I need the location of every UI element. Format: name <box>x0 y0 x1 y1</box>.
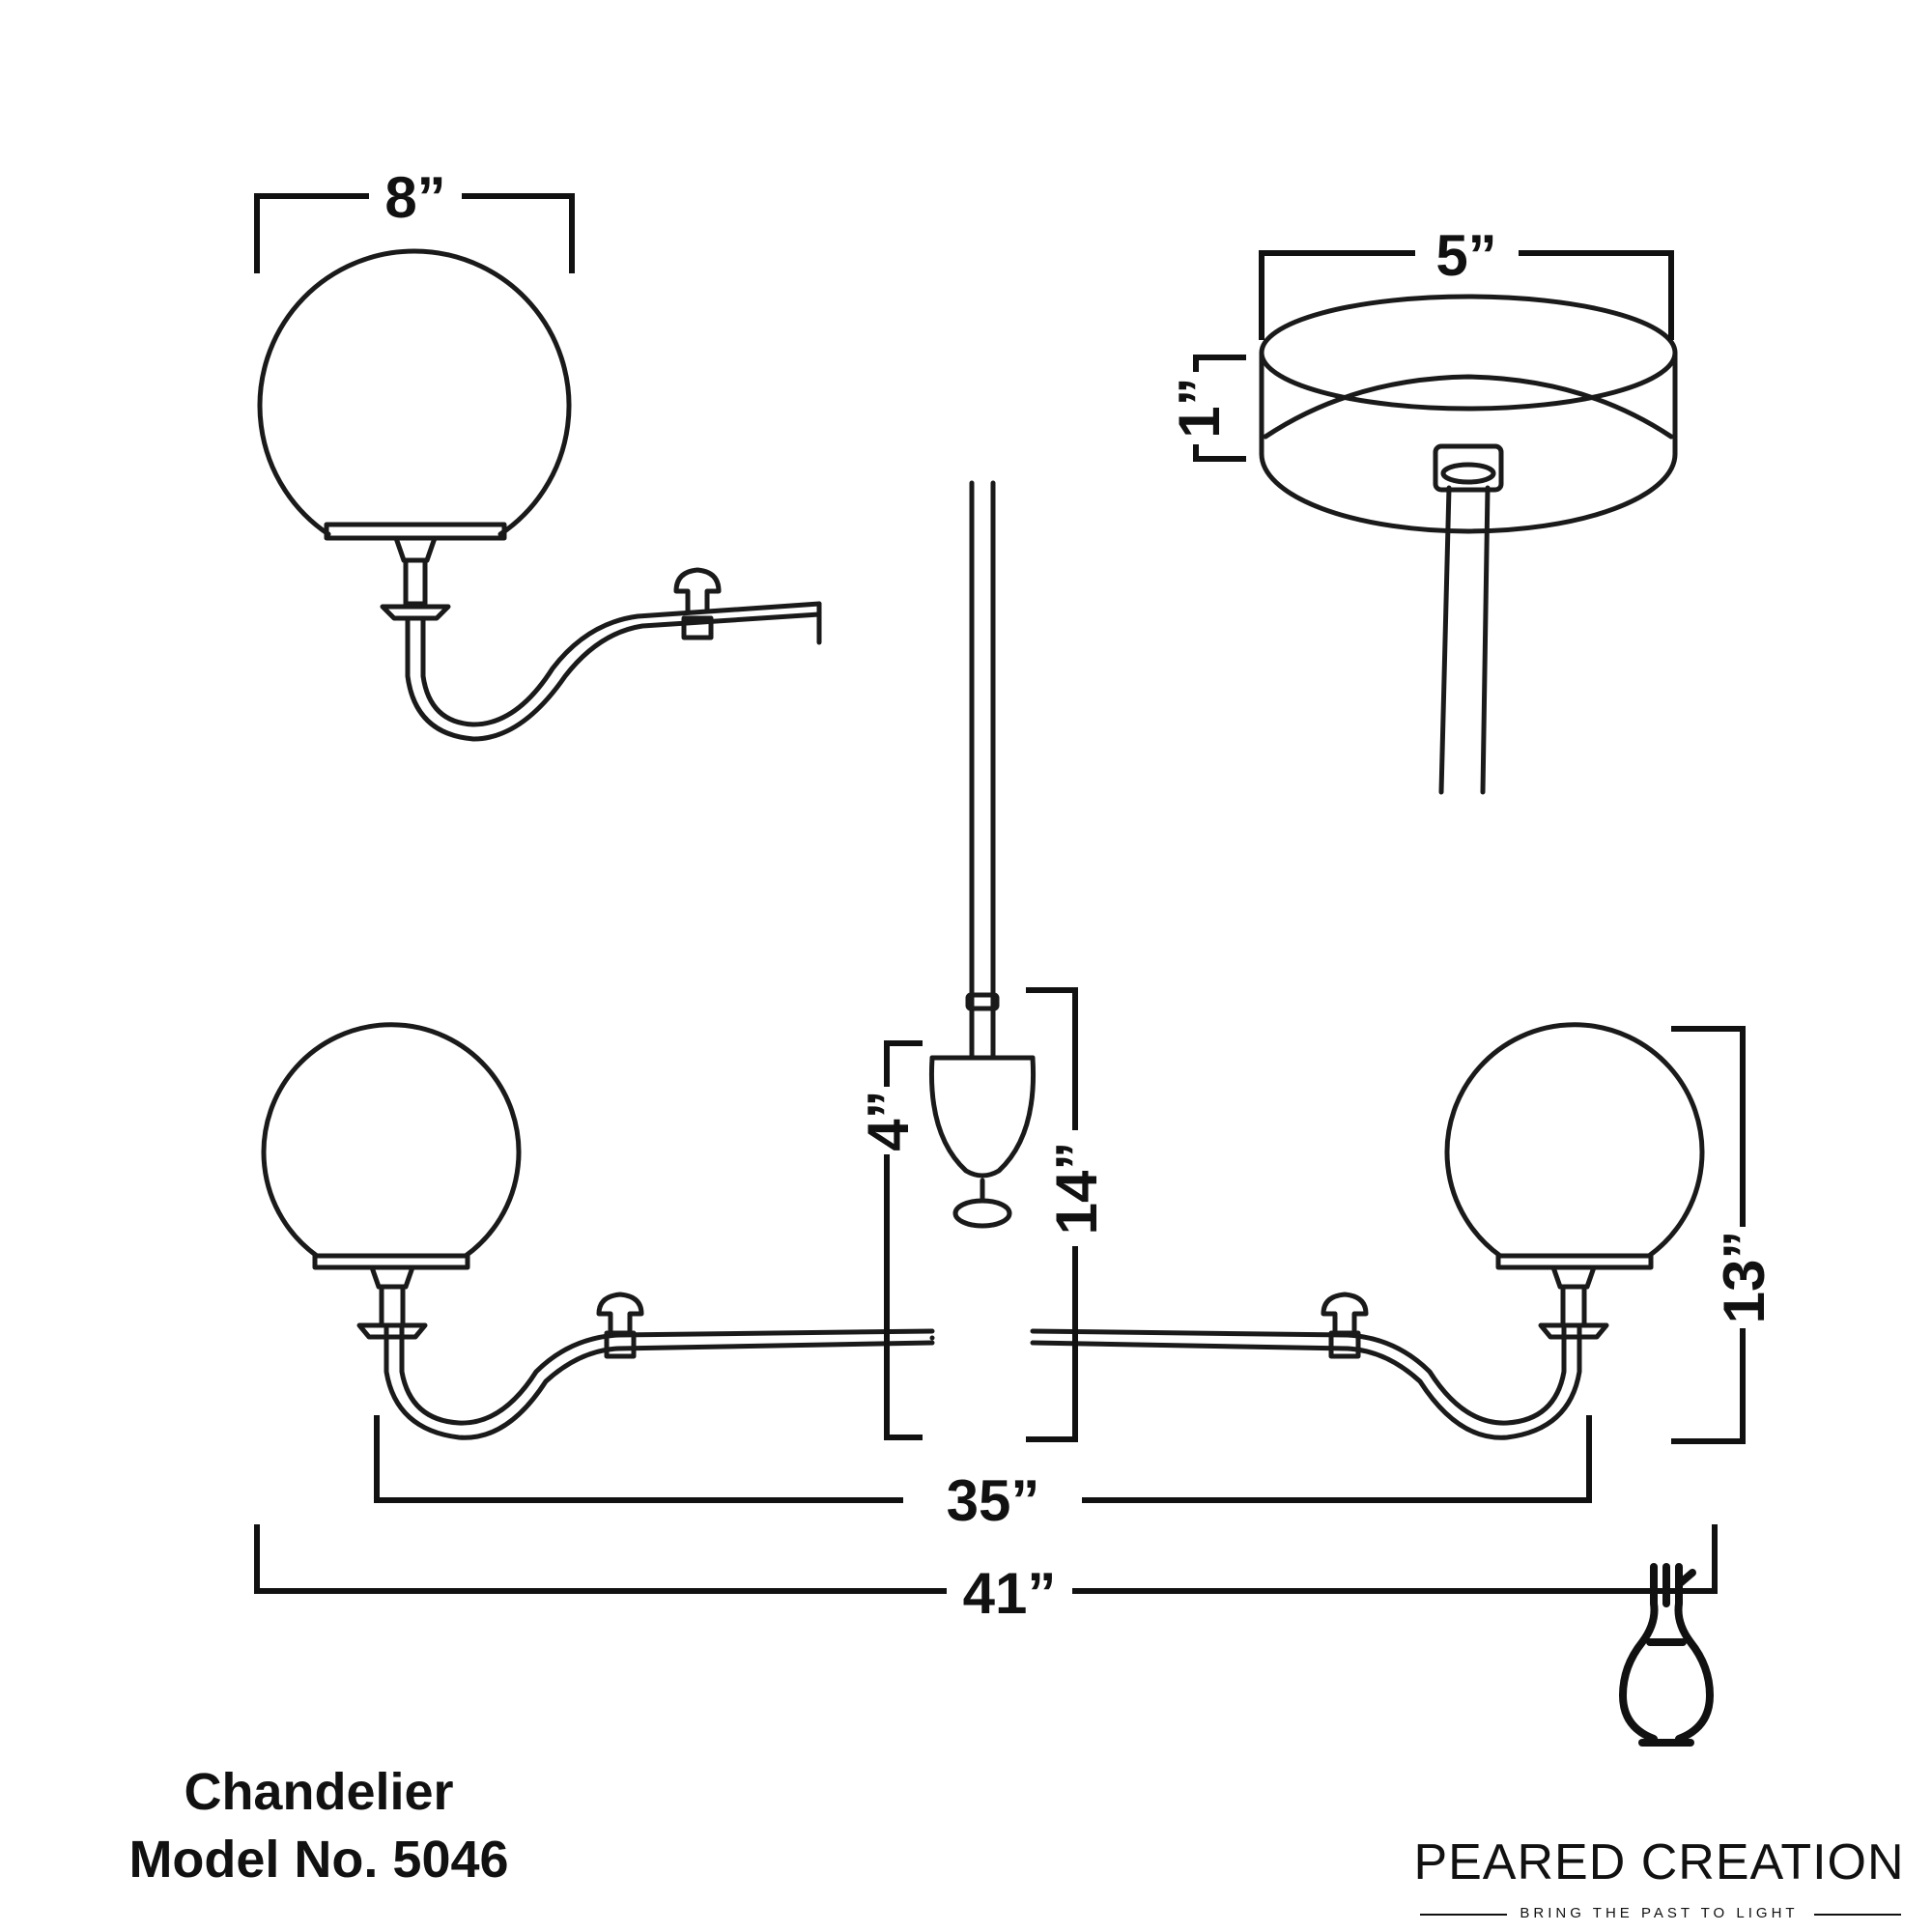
dim-bracket-fixture-height-bottom <box>1671 1328 1746 1444</box>
finial-ring <box>952 1198 1012 1229</box>
left-socket-body <box>379 1284 406 1328</box>
shade-detail <box>257 248 822 742</box>
left-finial-collar <box>604 1330 637 1359</box>
canopy-top <box>1259 294 1678 412</box>
canopy-detail <box>1259 294 1678 795</box>
main-fixture <box>261 480 1705 1440</box>
dim-bracket-canopy-width-left <box>1259 250 1415 340</box>
canopy-stem-right <box>1480 485 1491 795</box>
product-caption: Chandelier Model No. 5046 <box>97 1758 541 1893</box>
canopy-stem-left <box>1438 485 1452 795</box>
right-socket-body <box>1560 1284 1587 1328</box>
dim-label-canopy-width: 5” <box>1435 223 1496 288</box>
dim-bracket-stem-drop-bottom <box>1026 1246 1078 1442</box>
right-arm-inner <box>1030 1325 1567 1426</box>
left-arm-outer <box>384 1325 935 1440</box>
dim-bracket-arm-span-left <box>374 1415 903 1503</box>
dim-bracket-canopy-width-right <box>1519 250 1674 340</box>
socket-cup <box>393 535 438 563</box>
dim-label-fixture-height: 13” <box>1712 1231 1776 1324</box>
dim-label-canopy-height: 1” <box>1167 377 1232 438</box>
right-finial <box>1321 1292 1369 1334</box>
dim-bracket-hub-height-bottom <box>884 1154 923 1440</box>
left-arm-inner <box>399 1325 935 1426</box>
dim-bracket-overall-width-left <box>254 1524 947 1594</box>
lightbulb-icon <box>1619 1563 1714 1747</box>
right-finial-collar <box>1328 1330 1361 1359</box>
canopy-bevel <box>1263 374 1674 440</box>
left-bobeche <box>356 1322 428 1340</box>
left-shade-fitter <box>312 1253 470 1270</box>
shade-fitter-ring <box>324 522 507 541</box>
detail-arm-inner <box>420 601 822 727</box>
socket-body <box>403 557 428 607</box>
canopy-collar <box>1433 443 1504 493</box>
dim-label-hub-height: 4” <box>856 1090 921 1151</box>
dim-bracket-fixture-height-top <box>1671 1026 1746 1227</box>
dim-bracket-canopy-height-top <box>1193 355 1246 372</box>
right-socket-cup <box>1550 1264 1597 1290</box>
right-shade-fitter <box>1495 1253 1654 1270</box>
globe-shade <box>257 248 572 537</box>
right-bobeche <box>1538 1322 1609 1340</box>
bobeche <box>380 604 451 621</box>
center-hub <box>928 1055 1037 1179</box>
dim-label-stem-drop: 14” <box>1044 1142 1109 1236</box>
dim-label-arm-span: 35” <box>947 1468 1040 1533</box>
right-globe-shade <box>1444 1022 1705 1259</box>
product-type: Chandelier <box>184 1763 454 1821</box>
dim-bracket-arm-span-right <box>1082 1415 1592 1503</box>
brand-name: PEARED CREATION <box>1413 1834 1905 1890</box>
left-finial <box>596 1292 644 1334</box>
model-number: Model No. 5046 <box>128 1831 509 1889</box>
canopy-bottom <box>1259 451 1678 534</box>
brand-tagline: BRING THE PAST TO LIGHT <box>1520 1905 1799 1921</box>
dim-bracket-stem-drop-top <box>1026 987 1078 1130</box>
right-arm-outer <box>1030 1325 1582 1440</box>
left-socket-cup <box>369 1264 415 1290</box>
dim-label-shade-width: 8” <box>384 165 445 230</box>
left-globe-shade <box>261 1022 522 1259</box>
dim-bracket-shade-width-left <box>254 193 369 273</box>
dim-bracket-canopy-height-bottom <box>1193 444 1246 462</box>
canopy-collar-hole <box>1440 462 1496 485</box>
finial <box>673 567 722 613</box>
dim-label-overall-width: 41” <box>963 1561 1057 1626</box>
finial-collar <box>681 615 714 640</box>
dim-bracket-overall-width-right <box>1072 1524 1718 1594</box>
dim-bracket-shade-width-right <box>462 193 575 273</box>
detail-arm-outer <box>405 611 822 742</box>
stem-coupling <box>965 992 1000 1011</box>
dim-bracket-hub-height-top <box>884 1040 923 1087</box>
